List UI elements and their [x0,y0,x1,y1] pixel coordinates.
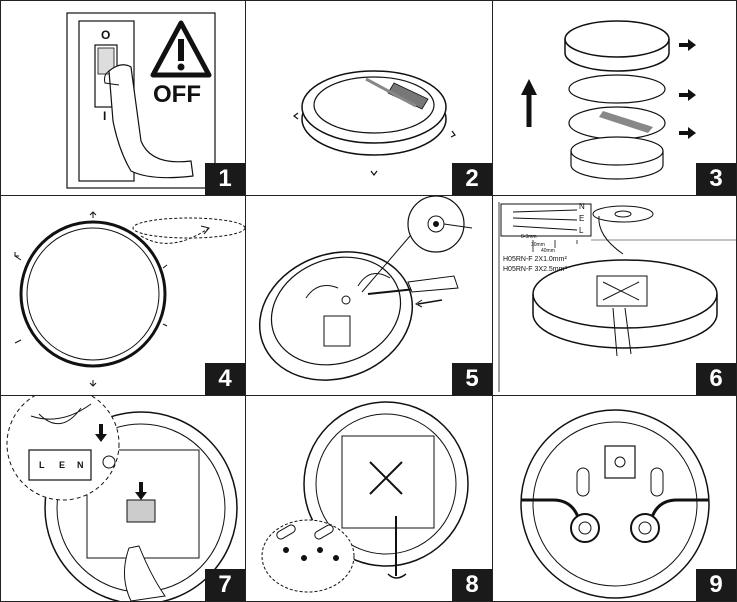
step-number-badge: 6 [696,363,736,395]
step-number-badge: 5 [452,363,492,395]
terminal-label-e: E [59,460,66,470]
step-number-badge: 1 [205,163,245,195]
strip-length-1: 8-9mm [521,234,537,240]
step-number-badge: 3 [696,163,736,195]
remove-screws-illustration [258,196,473,381]
switch-on-position-label: I [103,109,107,123]
step-2-panel: 2 [245,0,493,196]
step-7-panel: L E N 7 [0,395,246,602]
step-9-panel: 9 [492,395,737,602]
step-number-badge: 2 [452,163,492,195]
terminal-label-n: N [77,460,84,470]
wire-label-n: N [579,202,585,211]
step-6-panel: N E L 8-9mm 30mm 40mm H05RN-F 2X1.0mm² H… [492,195,737,396]
step-5-panel: 5 [245,195,493,396]
step-3-panel: 3 [492,0,737,196]
step-4-panel: 4 [0,195,246,396]
remove-cover-illustration [293,70,456,176]
strip-length-2: 30mm [531,242,545,248]
step-number-badge: 8 [452,569,492,601]
secure-base-illustration [520,409,710,599]
step-8-panel: 8 [245,395,493,602]
wiring-preparation-illustration [498,202,736,392]
power-switch-off-illustration [66,12,216,189]
step-number-badge: 7 [205,569,245,601]
switch-off-position-label: O [101,28,111,42]
strip-length-3: 40mm [541,248,555,254]
connect-terminal-illustration [6,396,238,601]
step-number-badge: 4 [205,363,245,395]
mount-base-illustration [261,401,469,593]
wire-label-e: E [579,214,585,223]
wire-label-l: L [579,226,584,235]
remove-ring-illustration [14,211,245,387]
disassemble-layers-illustration [521,20,696,180]
step-number-badge: 9 [696,569,736,601]
off-warning-text: OFF [153,81,201,108]
cable-spec-1: H05RN-F 2X1.0mm² [503,256,567,263]
step-1-panel: O I OFF 1 [0,0,246,196]
terminal-label-l: L [39,460,45,470]
cable-spec-2: H05RN-F 3X2.5mm² [503,266,567,273]
